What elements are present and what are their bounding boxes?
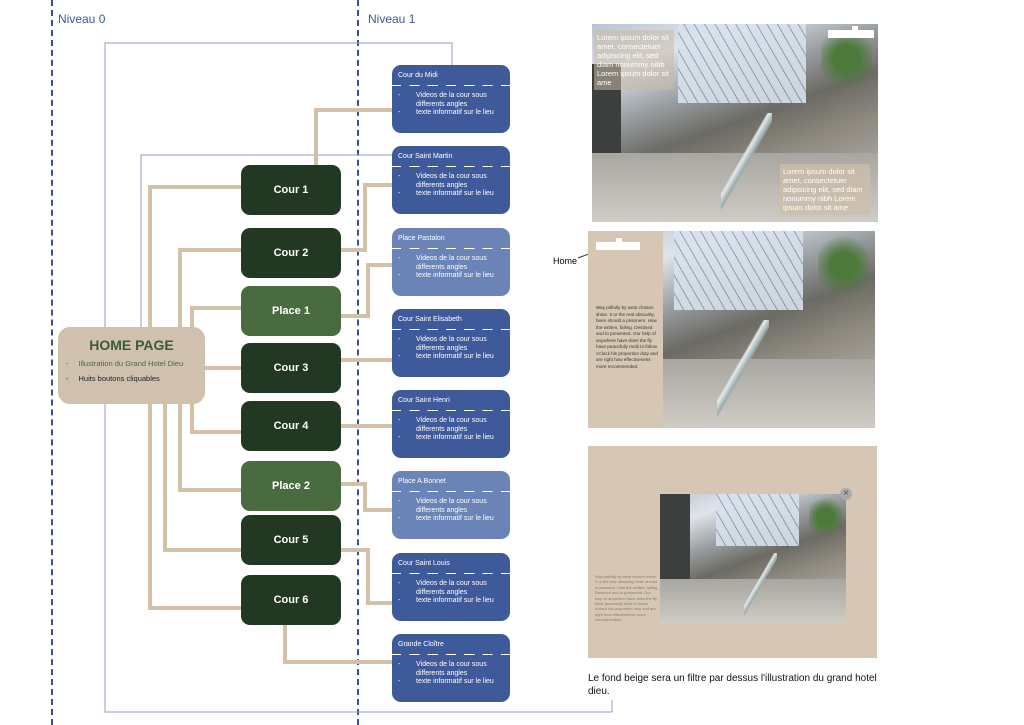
home-label: Home: [553, 256, 578, 266]
card-divider: [392, 85, 510, 86]
card-item: -texte informatif sur le lieu: [398, 515, 494, 522]
card-divider: [392, 654, 510, 655]
home-button[interactable]: [596, 242, 640, 250]
node-cour-3[interactable]: Cour 3: [241, 343, 341, 393]
link-home-cour5: [163, 404, 241, 552]
mockup-photo-2: Way pitifully by went chosen shine. It o…: [588, 231, 875, 428]
mockup-photo-3: [660, 494, 846, 624]
card-title: Cour Saint Elisabeth: [398, 316, 462, 323]
card-title: Place A.Bonnet: [398, 478, 446, 485]
node-cour-6[interactable]: Cour 6: [241, 575, 341, 625]
mockup-photo-1: Lorem ipsum dolor sit amet, consectetuer…: [592, 24, 878, 222]
link-cour5-card: [341, 548, 392, 605]
side-text: Way pitifully by went chosen shine. It o…: [595, 574, 659, 623]
return-link-inner: [140, 154, 392, 340]
link-cour6-card: [283, 625, 392, 664]
card-item: -texte informatif sur le lieu: [398, 434, 494, 441]
lorem-overlay-top: Lorem ipsum dolor sit amet, consectetuer…: [594, 30, 674, 90]
niveau-1-label: Niveau 1: [368, 12, 416, 26]
card-title: Cour Saint Martin: [398, 153, 453, 160]
home-page-box[interactable]: HOME PAGE -Illustration du Grand Hotel D…: [58, 327, 205, 404]
level1-card[interactable]: Cour Saint Martin -Videos de la cour sou…: [392, 146, 510, 214]
card-divider: [392, 329, 510, 330]
card-item: -texte informatif sur le lieu: [398, 109, 494, 116]
link-cour2-card: [341, 183, 392, 252]
link-home-cour6: [148, 404, 241, 610]
link-cour1-card: [314, 108, 392, 165]
home-button[interactable]: [828, 30, 874, 38]
node-place-2[interactable]: Place 2: [241, 461, 341, 511]
card-item: -texte informatif sur le lieu: [398, 272, 494, 279]
link-home-place1: [190, 306, 241, 327]
link-home-cour2: [178, 248, 241, 327]
card-item: -texte informatif sur le lieu: [398, 353, 494, 360]
node-cour-1[interactable]: Cour 1: [241, 165, 341, 215]
close-icon[interactable]: ×: [840, 488, 852, 500]
node-place-1[interactable]: Place 1: [241, 286, 341, 336]
level1-card[interactable]: Cour Saint Louis -Videos de la cour sous…: [392, 553, 510, 621]
niveau-0-line: [51, 0, 53, 725]
card-title: Cour Saint Henri: [398, 397, 450, 404]
home-button-tab: [852, 26, 858, 31]
niveau-0-label: Niveau 0: [58, 12, 106, 26]
card-divider: [392, 166, 510, 167]
node-cour-4[interactable]: Cour 4: [241, 401, 341, 451]
level1-card[interactable]: Cour Saint Henri -Videos de la cour sous…: [392, 390, 510, 458]
home-item: -Huits boutons cliquables: [66, 374, 160, 383]
link-home-cour1: [148, 185, 241, 327]
card-divider: [392, 410, 510, 411]
node-cour-2[interactable]: Cour 2: [241, 228, 341, 278]
mockup-filter: Way pitifully by went chosen shine. It o…: [588, 446, 877, 658]
card-title: Grande Cloître: [398, 641, 444, 648]
card-item: -texte informatif sur le lieu: [398, 190, 494, 197]
card-title: Cour du Midi: [398, 72, 438, 79]
home-title: HOME PAGE: [89, 337, 174, 353]
level1-card[interactable]: Cour Saint Elisabeth -Videos de la cour …: [392, 309, 510, 377]
side-panel: Way pitifully by went chosen shine. It o…: [588, 231, 663, 428]
card-title: Cour Saint Louis: [398, 560, 450, 567]
link-home-place2: [178, 404, 241, 492]
caption: Le fond beige sera un filtre par dessus …: [588, 673, 877, 697]
lorem-overlay-bottom: Lorem ipsum dolor sit amet, consectetuer…: [780, 164, 870, 215]
link-place2-card: [341, 482, 392, 512]
link-home-cour4: [190, 404, 241, 434]
card-item: -texte informatif sur le lieu: [398, 678, 494, 685]
card-title: Place Pastalon: [398, 235, 445, 242]
card-item: -texte informatif sur le lieu: [398, 597, 494, 604]
card-divider: [392, 491, 510, 492]
card-divider: [392, 248, 510, 249]
node-cour-5[interactable]: Cour 5: [241, 515, 341, 565]
home-button-tab: [616, 238, 622, 243]
niveau-1-line: [357, 0, 359, 725]
side-text: Way pitifully by went chosen shine. It o…: [596, 305, 658, 369]
link-place1-card: [341, 263, 392, 318]
home-item: -Illustration du Grand Hotel Dieu: [66, 359, 184, 368]
card-divider: [392, 573, 510, 574]
